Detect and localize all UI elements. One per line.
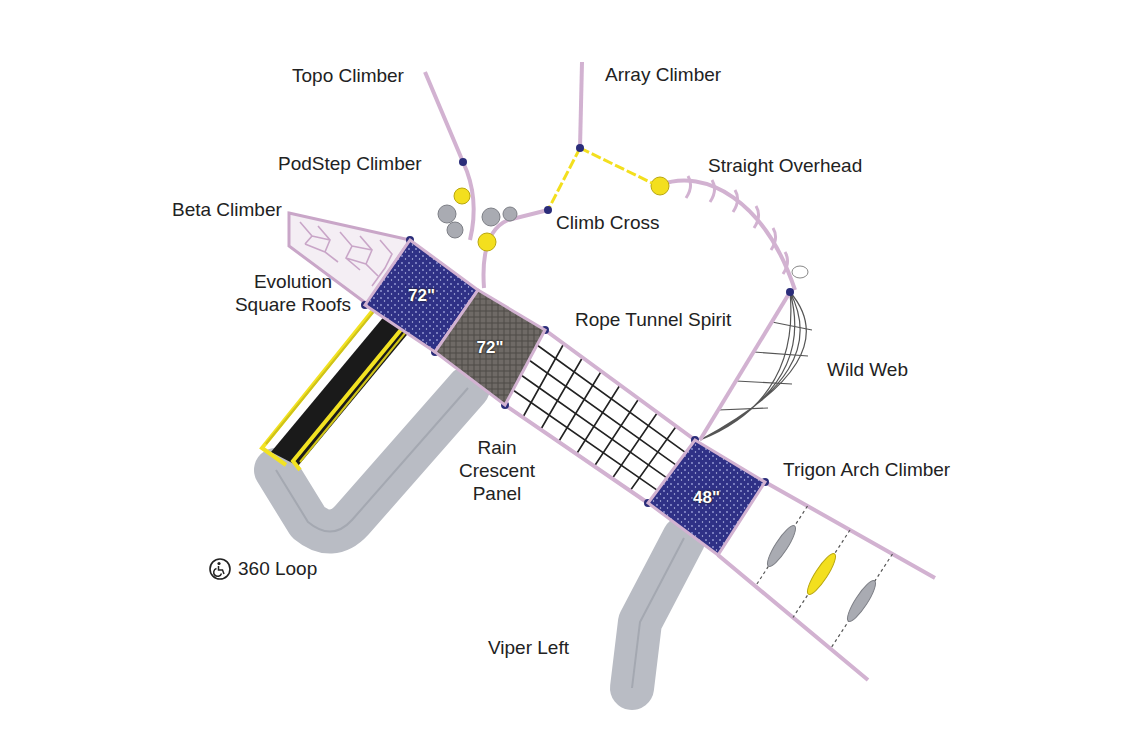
part-name: Straight Overhead — [708, 154, 862, 177]
roof-outline — [435, 290, 545, 405]
climbers — [425, 72, 552, 288]
straight-overhead — [651, 176, 808, 290]
roof-outline — [648, 440, 765, 555]
part-name: Rope Tunnel Spirit — [575, 308, 731, 331]
part-name: 360 Loop — [238, 557, 317, 580]
part-name: Viper Left — [488, 636, 569, 659]
part-name: Evolution Square Roofs — [228, 270, 358, 316]
part-name: Topo Climber — [292, 64, 404, 87]
accessibility-icon — [208, 557, 232, 581]
roof-size: 72" — [477, 338, 504, 358]
roof-size: 72" — [408, 286, 435, 306]
roof-node: 72" — [435, 290, 545, 405]
roof-size: 48" — [693, 488, 720, 508]
part-name: Beta Climber — [172, 198, 282, 221]
part-name: Array Climber — [605, 63, 721, 86]
part-name: Climb Cross — [556, 211, 659, 234]
part-name: PodStep Climber — [278, 152, 422, 175]
viper-slide — [632, 538, 684, 688]
trigon-arch-climber — [718, 482, 935, 680]
part-name: Wild Web — [827, 358, 908, 381]
part-name: Rain Crescent Panel — [452, 436, 542, 505]
part-name: Trigon Arch Climber — [783, 458, 950, 481]
roof-node: 48" — [648, 440, 765, 555]
